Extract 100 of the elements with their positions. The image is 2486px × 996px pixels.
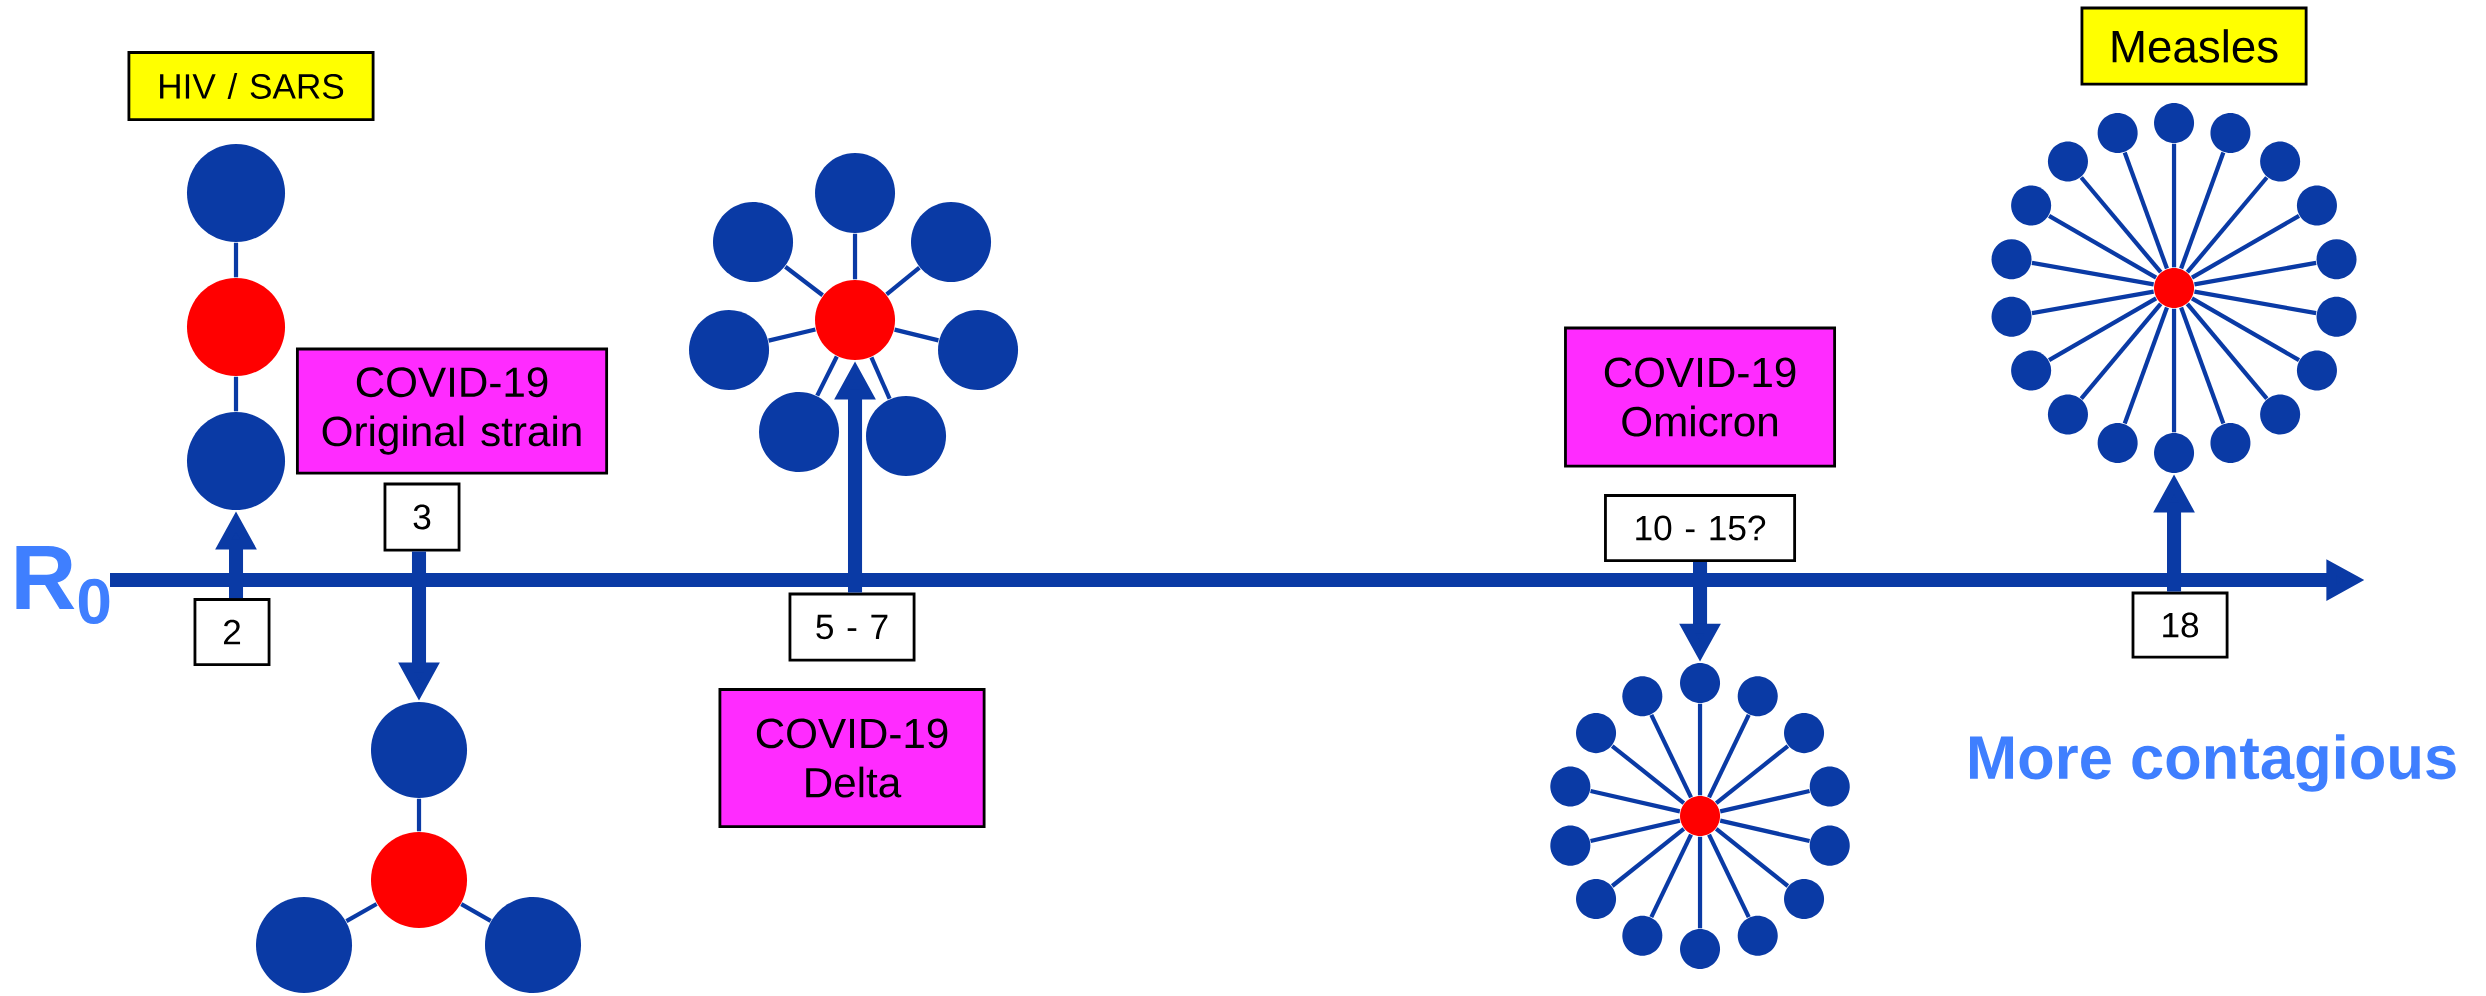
label-box: Measles	[2080, 6, 2308, 86]
circle	[2047, 394, 2088, 435]
circle	[2296, 350, 2337, 391]
connector-line	[869, 356, 892, 400]
circle	[186, 144, 286, 243]
label-box: COVID-19 Original strain	[296, 347, 609, 475]
circle	[371, 702, 468, 799]
label-box: COVID-19 Omicron	[1564, 326, 1836, 468]
connector-line	[2194, 260, 2317, 287]
value-box: 5 - 7	[788, 592, 916, 662]
connector-line	[1719, 818, 1810, 844]
circle	[1991, 296, 2032, 337]
axis-label: R$_{0}$	[16, 545, 110, 625]
circle	[2260, 394, 2301, 435]
circle	[1550, 766, 1591, 807]
direction-label: More contagious	[1970, 734, 2456, 792]
connector-line	[885, 266, 921, 296]
circle	[1991, 239, 2032, 280]
connector-line	[2171, 143, 2177, 268]
connector-line	[2048, 296, 2158, 362]
connector-line	[460, 902, 492, 923]
circle	[1784, 878, 1825, 919]
circle	[2011, 350, 2052, 391]
circle	[689, 310, 770, 391]
connector-line	[1697, 836, 1703, 929]
circle	[2154, 433, 2195, 474]
circle	[1809, 766, 1850, 807]
circle	[866, 396, 947, 477]
circle	[1680, 796, 1721, 837]
value-box: 18	[2131, 591, 2229, 659]
connector-line	[1649, 713, 1693, 799]
connector-line	[2185, 302, 2269, 400]
connector-line	[2031, 260, 2154, 287]
circle	[1680, 929, 1721, 970]
circle	[815, 153, 896, 234]
connector-line	[2031, 289, 2154, 316]
connector-line	[1590, 788, 1681, 814]
circle	[1622, 915, 1663, 956]
connector-line	[2190, 296, 2301, 362]
connector-line	[345, 902, 378, 923]
circle	[815, 280, 896, 361]
connector-line	[2171, 308, 2177, 433]
connector-line	[894, 327, 939, 343]
connector-line	[1610, 827, 1686, 888]
connector-line	[2190, 214, 2301, 280]
circle	[1737, 676, 1778, 717]
connector-line	[2122, 306, 2169, 425]
connector-line	[768, 327, 816, 343]
circle	[2011, 185, 2052, 226]
connector-line	[2048, 214, 2158, 280]
connector-line	[1719, 788, 1810, 814]
circle	[2047, 141, 2088, 182]
circle	[186, 278, 286, 377]
connector-line	[2185, 176, 2269, 274]
circle	[256, 897, 353, 994]
circle	[186, 412, 286, 511]
circle	[2097, 113, 2138, 153]
circle	[2097, 423, 2138, 464]
circle	[1576, 713, 1617, 754]
circle	[2260, 141, 2301, 182]
circle	[2210, 423, 2251, 464]
connector-line	[2194, 289, 2317, 316]
connector-line	[1707, 833, 1751, 919]
connector-line	[2179, 306, 2226, 425]
circle	[2154, 103, 2195, 144]
connector-line	[2122, 151, 2169, 270]
circle	[759, 392, 840, 473]
connector-line	[1649, 833, 1693, 919]
circle	[2316, 296, 2357, 337]
circle	[911, 202, 992, 283]
circle	[1680, 663, 1721, 704]
connector-line	[416, 798, 422, 832]
value-box: 3	[383, 482, 461, 552]
circle	[2296, 185, 2337, 226]
connector-line	[233, 242, 239, 278]
connector-line	[1697, 703, 1703, 796]
circle	[1737, 915, 1778, 956]
connector-line	[1714, 827, 1790, 888]
value-box: 2	[193, 598, 271, 666]
connector-line	[784, 265, 824, 297]
connector-line	[2079, 302, 2163, 400]
circle	[2210, 113, 2251, 153]
value-box: 10 - 15?	[1604, 494, 1797, 562]
circle	[371, 832, 468, 929]
circle	[1809, 825, 1850, 866]
label-box: COVID-19 Delta	[718, 688, 986, 828]
circle	[1784, 713, 1825, 754]
connector-line	[2179, 151, 2226, 270]
circle	[485, 897, 582, 994]
circle	[938, 310, 1019, 391]
connector-line	[1707, 713, 1751, 799]
label-box: HIV / SARS	[127, 51, 375, 121]
connector-line	[2079, 176, 2163, 274]
connector-line	[1714, 744, 1790, 805]
circle	[2316, 239, 2357, 280]
circle	[2154, 268, 2195, 309]
connector-line	[233, 376, 239, 412]
circle	[1622, 676, 1663, 717]
connector-line	[815, 355, 839, 397]
connector-line	[852, 233, 858, 280]
